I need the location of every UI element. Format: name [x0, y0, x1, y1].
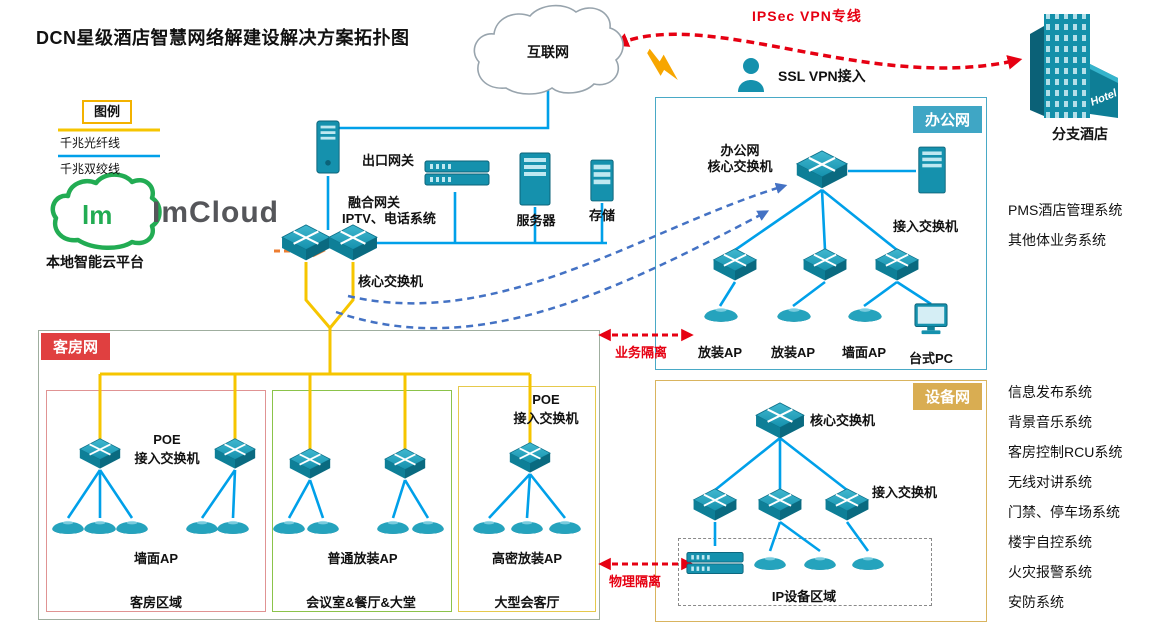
office-systems-list: PMS酒店管理系统 其他体业务系统	[1008, 200, 1122, 250]
ip-devices-area-label: IP设备区域	[771, 589, 837, 604]
devices-access-switch-label: 接入交换机	[872, 485, 938, 500]
device-systems-list: 信息发布系统 背景音乐系统 客房控制RCU系统 无线对讲系统 门禁、停车场系统 …	[1008, 382, 1122, 612]
office-access-switch-label: 接入交换机	[893, 219, 959, 234]
lightning-icon	[647, 48, 678, 81]
ssl-vpn-person-icon	[738, 58, 764, 92]
rooms-network-box: 客房网	[38, 330, 600, 620]
branch-hotel-label: 分支酒店	[1052, 126, 1108, 142]
list-item: 客房控制RCU系统	[1008, 444, 1123, 460]
list-item: 火灾报警系统	[1008, 564, 1092, 580]
devices-core-switch-label: 核心交换机	[810, 413, 876, 428]
imcloud-wordmark: ImCloud	[152, 196, 279, 229]
office-ap1-label: 放装AP	[697, 345, 743, 360]
office-core-switch-label-2: 核心交换机	[707, 159, 773, 174]
list-item: 信息发布系统	[1008, 384, 1092, 400]
exit-gateway-icon	[316, 120, 340, 174]
rooms-area1-box	[46, 390, 266, 612]
office-network-title-tab: 办公网	[912, 106, 982, 133]
rooms-area2-name: 会议室&餐厅&大堂	[306, 595, 416, 610]
cloud-platform-label: 本地智能云平台	[46, 254, 144, 270]
rooms-poe-label1-line2: 接入交换机	[134, 451, 200, 466]
core-switch-label: 核心交换机	[358, 274, 424, 289]
list-item: PMS酒店管理系统	[1008, 202, 1123, 218]
core-switch-icon-2	[327, 224, 379, 262]
rooms-area1-name: 客房区域	[129, 595, 182, 610]
business-isolation-label: 业务隔离	[615, 345, 668, 360]
legend-twisted-label: 千兆双绞线	[60, 162, 121, 176]
desktop-pc-label: 台式PC	[908, 351, 954, 366]
rooms-area3-box	[458, 386, 596, 612]
converged-gateway-label-2: IPTV、电话系统	[342, 211, 436, 226]
exit-gateway-label: 出口网关	[362, 153, 415, 168]
legend-title: 图例	[82, 100, 132, 124]
ssl-vpn-label: SSL VPN接入	[778, 68, 866, 84]
list-item: 无线对讲系统	[1008, 474, 1092, 490]
storage-label: 存储	[588, 208, 615, 223]
rooms-wall-ap-label: 墙面AP	[133, 551, 179, 566]
list-item: 安防系统	[1008, 594, 1064, 610]
list-item: 背景音乐系统	[1008, 414, 1092, 430]
office-wall-ap-label: 墙面AP	[841, 345, 887, 360]
legend-fiber-label: 千兆光纤线	[60, 136, 121, 150]
ipsec-vpn-arrow	[613, 32, 1023, 70]
ipsec-vpn-label: IPSec VPN专线	[752, 8, 862, 24]
imcloud-logo-text: lm	[82, 200, 113, 230]
server-icon	[519, 152, 551, 206]
rooms-hd-ap-label: 高密放装AP	[491, 551, 563, 566]
rooms-ceiling-ap-label: 普通放装AP	[327, 551, 398, 566]
rooms-poe-label3-line1: POE	[532, 392, 560, 407]
devices-network-box: 设备网	[655, 380, 987, 622]
list-item: 楼宇自控系统	[1008, 534, 1092, 550]
rooms-poe-label3-line2: 接入交换机	[513, 411, 579, 426]
internet-label: 互联网	[527, 44, 569, 60]
physical-isolation-label: 物理隔离	[609, 574, 662, 589]
rooms-network-title-tab: 客房网	[41, 333, 111, 360]
list-item: 门禁、停车场系统	[1008, 504, 1120, 520]
page-title: DCN星级酒店智慧网络解建设解决方案拓扑图	[36, 28, 410, 48]
storage-icon	[590, 159, 614, 202]
office-core-switch-label-1: 办公网	[720, 143, 760, 158]
server-label: 服务器	[516, 213, 556, 228]
converged-gateway-icon	[424, 160, 490, 186]
rooms-poe-label1-line1: POE	[153, 432, 181, 447]
office-ap2-label: 放装AP	[770, 345, 816, 360]
hotel-building-text: Hotel	[1088, 87, 1119, 109]
list-item: 其他体业务系统	[1008, 232, 1106, 248]
devices-network-title-tab: 设备网	[912, 383, 982, 410]
rooms-area2-box	[272, 390, 452, 612]
rooms-area3-name: 大型会客厅	[494, 595, 560, 610]
core-switch-icon-1	[280, 224, 332, 262]
